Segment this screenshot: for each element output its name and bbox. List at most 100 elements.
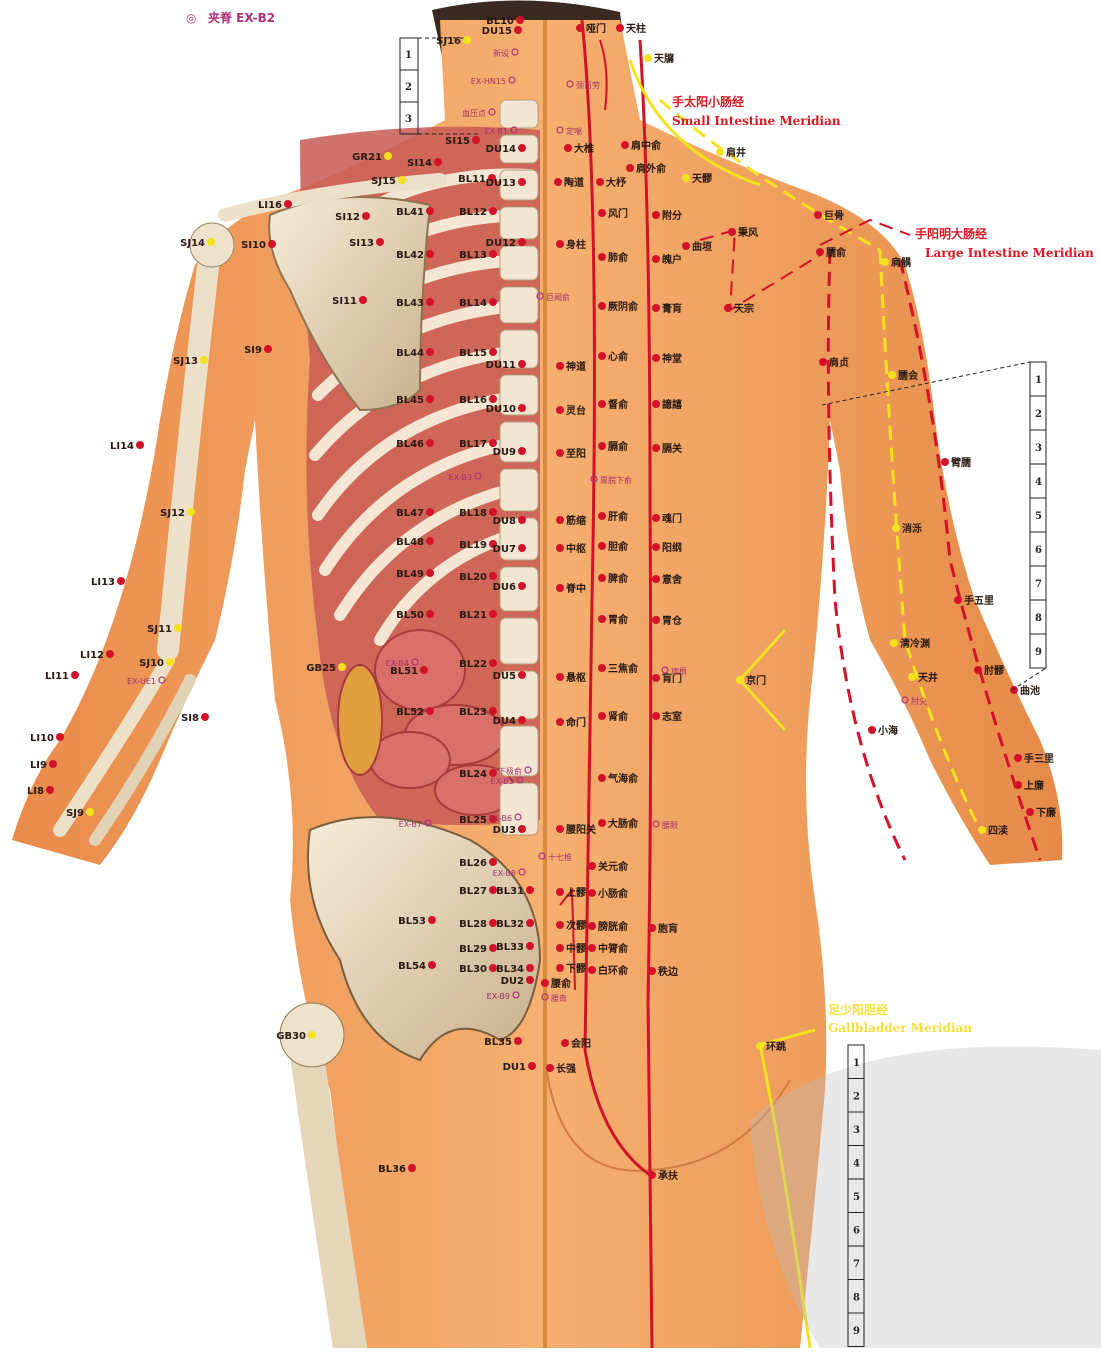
acupoint-label: 腰阳关 [565, 823, 596, 836]
acupoint-dot [174, 624, 182, 632]
scale-number: 5 [1035, 511, 1042, 522]
acupoint-87: 臂臑 [941, 456, 971, 469]
acupoint-dot [516, 16, 524, 24]
acupoint-label: BL27 [459, 886, 487, 897]
acupoint-dot [652, 543, 660, 551]
acupoint-label: BL54 [398, 961, 426, 972]
acupoint-label: SI10 [241, 240, 266, 251]
li-meridian-en: Large Intestine Meridian [925, 246, 1094, 260]
scale-number: 4 [853, 1158, 860, 1169]
acupoint-label: BL50 [396, 610, 424, 621]
acupoint-label: DU11 [486, 360, 516, 371]
acupoint-label: BL23 [459, 707, 487, 718]
acupoint-label: BL48 [396, 537, 424, 548]
acupoint-label: EX-B6 [489, 814, 512, 823]
acupoint-29: 天牖 [644, 52, 674, 65]
acupoint-dot [514, 1037, 522, 1045]
acupoint-label: BL26 [459, 858, 487, 869]
acupoint-dot [556, 964, 564, 972]
acupoint-dot [489, 610, 497, 618]
acupoint-label: LI11 [45, 671, 69, 682]
acupoint-dot [528, 1062, 536, 1070]
acupoint-label: SJ11 [147, 624, 172, 635]
acupoint-dot [71, 671, 79, 679]
acupoint-label: BL29 [459, 944, 487, 955]
acupoint-label: 肝俞 [608, 510, 629, 523]
acupoint-label: LI12 [80, 650, 104, 661]
acupoint-dot [489, 298, 497, 306]
acupoint-dot [556, 888, 564, 896]
acupoint-label: DU7 [493, 544, 516, 555]
acupoint-label: 肩外俞 [636, 162, 667, 175]
acupoint-dot [652, 444, 660, 452]
acupoint-label: 肾俞 [608, 710, 629, 723]
acupoint-dot [434, 158, 442, 166]
acupoint-label: 譩譆 [662, 398, 682, 411]
acupoint-dot [554, 178, 562, 186]
acupoint-label: BL33 [496, 942, 524, 953]
scale-number: 6 [853, 1225, 860, 1236]
acupoint-label: 胃俞 [608, 613, 629, 626]
acupoint-dot [598, 819, 606, 827]
acupoint-dot [426, 508, 434, 516]
acupoint-label: 长强 [556, 1062, 576, 1075]
acupoint-dot [426, 439, 434, 447]
acupoint-label: 肩髃 [891, 256, 911, 269]
acupoint-label: 膈关 [661, 442, 682, 455]
si-meridian-en: Small Intestine Meridian [672, 114, 841, 128]
acupoint-dot [556, 584, 564, 592]
acupoint-label: BL44 [396, 348, 424, 359]
acupoint-dot [954, 596, 962, 604]
acupoint-label: 臑会 [898, 369, 918, 382]
acupoint-label: BL11 [458, 174, 486, 185]
scale-number: 7 [1035, 579, 1042, 590]
acupoint-label: BL12 [459, 207, 487, 218]
acupoint-dot [561, 1039, 569, 1047]
acupoint-label: 曲垣 [692, 240, 712, 253]
acupoint-label: GB30 [276, 1031, 306, 1042]
acupoint-dot [598, 209, 606, 217]
acupoint-label: BL14 [459, 298, 487, 309]
acupoint-label: 脊中 [565, 582, 586, 595]
acupoint-label: BL32 [496, 919, 524, 930]
acupoint-label: BL31 [496, 886, 524, 897]
acupoint-dot [556, 718, 564, 726]
acupoint-label: EX-B8 [493, 869, 516, 878]
acupoint-dot [598, 400, 606, 408]
acupoint-label: 手三里 [1024, 752, 1054, 765]
acupoint-dot [489, 769, 497, 777]
acupoint-label: 心俞 [608, 350, 629, 363]
acupoint-dot [652, 575, 660, 583]
acupoint-dot [376, 238, 384, 246]
acupoint-dot [489, 858, 497, 866]
acupoint-label: 气海俞 [607, 772, 639, 785]
acupoint-dot [588, 944, 596, 952]
acupoint-dot [518, 238, 526, 246]
acupoint-dot [426, 537, 434, 545]
acupoint-label: 魄户 [662, 253, 682, 266]
acupoint-dot [881, 258, 889, 266]
acupoint-label: SJ10 [139, 658, 164, 669]
acupoint-dot [518, 544, 526, 552]
acupoint-label: GB25 [306, 663, 336, 674]
acupoint-label: 厥阴俞 [608, 300, 639, 313]
acupoint-label: 巨骨 [824, 210, 844, 222]
scale-number: 9 [1035, 647, 1042, 658]
acupoint-dot [472, 136, 480, 144]
acupoint-label: 脾俞 [608, 572, 629, 585]
acupoint-dot [526, 976, 534, 984]
acupoint-label: BL45 [396, 395, 424, 406]
acupoint-label: 秉风 [738, 226, 758, 239]
acupoint-label: 天井 [918, 671, 938, 684]
acupoint-label: BL30 [459, 964, 487, 975]
acupoint-label: DU8 [493, 516, 516, 527]
acupoint-label: 大椎 [574, 142, 594, 155]
acupoint-label: 曲池 [1020, 684, 1040, 697]
acupoint-dot [556, 406, 564, 414]
acupoint-label: SJ15 [371, 176, 396, 187]
acupoint-dot [136, 441, 144, 449]
acupoint-dot [187, 508, 195, 516]
acupoint-label: EX-B7 [399, 820, 422, 829]
acupoint-dot [526, 919, 534, 927]
acupoint-label: BL24 [459, 769, 487, 780]
